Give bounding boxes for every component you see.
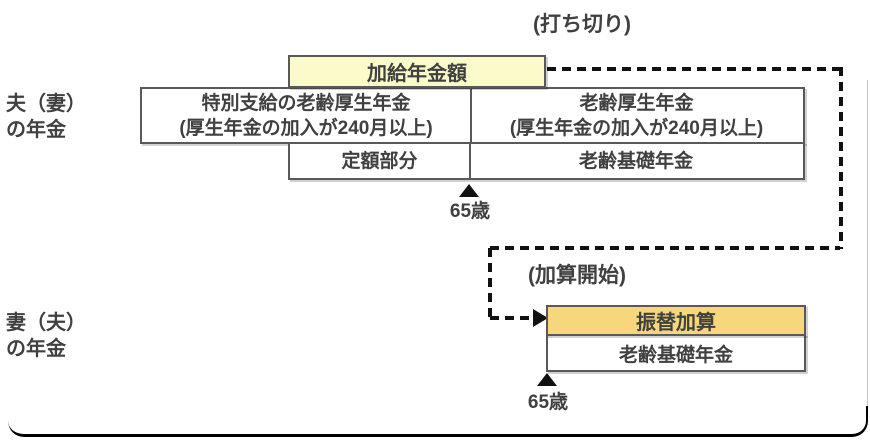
employee-pension-cell: 老齢厚生年金 (厚生年金の加入が240月以上)	[470, 89, 803, 142]
basic-pension-bottom-label: 老齢基礎年金	[618, 344, 733, 366]
age65-bottom-label: 65歳	[527, 392, 569, 413]
cutoff-label: (打ち切り)	[533, 13, 631, 36]
special-employee-pension-cell: 特別支給の老齢厚生年金 (厚生年金の加入が240月以上)	[142, 89, 470, 142]
dashed-connector-right	[839, 67, 843, 249]
age65-top-label: 65歳	[449, 201, 491, 222]
fixed-portion-label: 定額部分	[341, 150, 418, 172]
wife-pension-label-line1: 妻（夫）	[6, 312, 86, 334]
husband-pension-label: 夫（妻） の年金	[6, 91, 86, 143]
special-employee-pension-condition: (厚生年金の加入が240月以上)	[179, 117, 433, 139]
basic-pension-row: 定額部分 老齢基礎年金	[288, 142, 805, 180]
age65-top-marker-icon	[459, 184, 479, 197]
additional-pension-box: 加給年金額	[288, 55, 546, 88]
dashed-connector-middle	[490, 246, 840, 250]
basic-pension-bottom-box: 老齢基礎年金	[546, 334, 806, 372]
fixed-portion-cell: 定額部分	[290, 144, 469, 178]
employee-pension-row: 特別支給の老齢厚生年金 (厚生年金の加入が240月以上) 老齢厚生年金 (厚生年…	[140, 87, 805, 144]
husband-pension-label-line2: の年金	[6, 119, 66, 141]
basic-pension-top-cell: 老齢基礎年金	[469, 144, 803, 178]
row-divider-line	[470, 89, 472, 142]
employee-pension-title: 老齢厚生年金	[579, 92, 694, 114]
wife-pension-label: 妻（夫） の年金	[6, 310, 86, 362]
wife-pension-label-line2: の年金	[6, 338, 66, 360]
image-bottom-frame	[8, 406, 868, 437]
dashed-connector-left	[488, 248, 492, 319]
husband-pension-label-line1: 夫（妻）	[6, 93, 86, 115]
special-employee-pension-title: 特別支給の老齢厚生年金	[201, 92, 411, 114]
row-divider-line	[469, 144, 471, 178]
transfer-addition-label: 振替加算	[636, 312, 716, 334]
image-right-edge	[867, 80, 868, 411]
dashed-connector-arrow-line	[490, 316, 535, 320]
additional-pension-label: 加給年金額	[367, 63, 467, 85]
arrowhead-icon	[533, 309, 548, 327]
employee-pension-condition: (厚生年金の加入が240月以上)	[509, 117, 764, 139]
addition-start-label: (加算開始)	[528, 264, 626, 287]
basic-pension-top-label: 老齢基礎年金	[578, 150, 693, 172]
age65-bottom-marker-icon	[537, 373, 557, 386]
dashed-connector-top	[547, 67, 843, 71]
transfer-addition-box: 振替加算	[546, 305, 806, 336]
